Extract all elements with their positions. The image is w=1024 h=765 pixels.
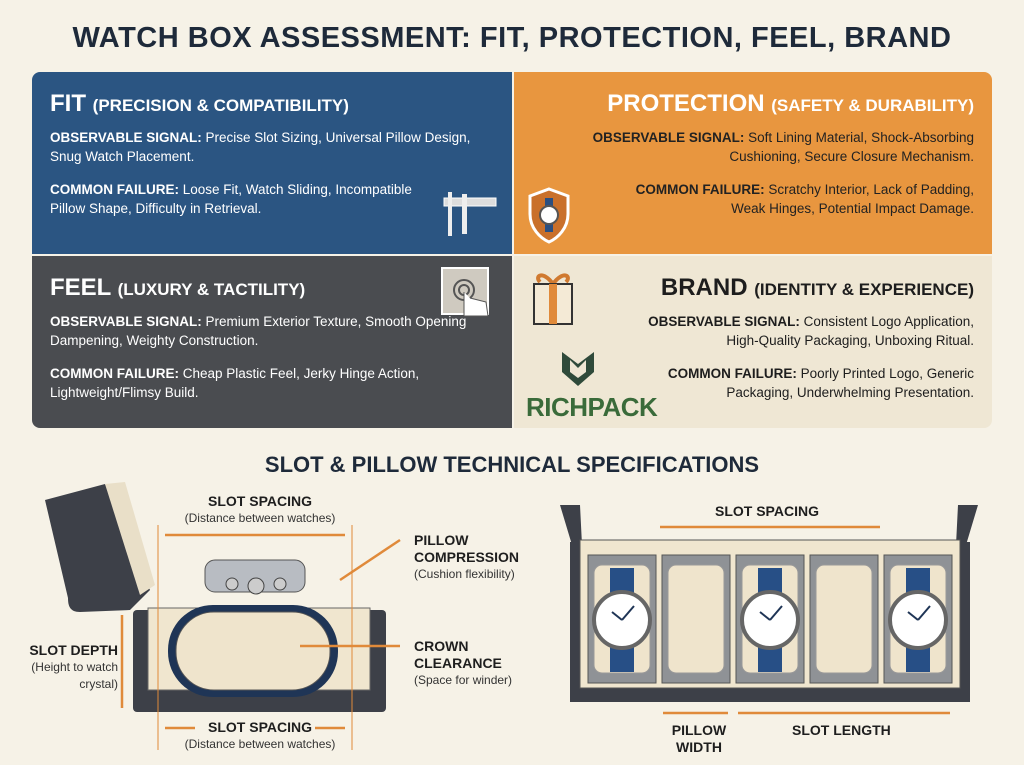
feel-panel: FEEL (LUXURY & TACTILITY) OBSERVABLE SIG… bbox=[32, 256, 512, 428]
richpack-logo-mark bbox=[562, 352, 594, 386]
caliper-icon bbox=[443, 192, 497, 236]
brand-panel: BRAND (IDENTITY & EXPERIENCE) OBSERVABLE… bbox=[514, 256, 992, 428]
slot-depth-label: SLOT DEPTH(Height to watch crystal) bbox=[29, 642, 118, 691]
pillow-compression-label: PILLOW COMPRESSION(Cushion flexibility) bbox=[414, 532, 520, 581]
watch-hands bbox=[907, 605, 931, 621]
touch-texture-icon bbox=[441, 267, 489, 317]
brand-failure: Poorly Printed Logo, Generic Packaging, … bbox=[726, 366, 974, 400]
crown-clearance-label: CROWN CLEARANCE(Space for winder) bbox=[414, 638, 513, 687]
fit-signal: Precise Slot Sizing, Universal Pillow De… bbox=[50, 130, 471, 164]
brand-title: BRAND bbox=[660, 274, 748, 301]
slot-spacing-top-label: SLOT SPACING(Distance between watches) bbox=[184, 493, 336, 525]
fit-panel: FIT (PRECISION & COMPATIBILITY) OBSERVAB… bbox=[32, 72, 512, 254]
protection-subtitle: (SAFETY & DURABILITY) bbox=[771, 96, 974, 115]
signal-label: OBSERVABLE SIGNAL: bbox=[648, 314, 800, 329]
feel-signal: Premium Exterior Texture, Smooth Opening… bbox=[50, 314, 467, 348]
failure-label: COMMON FAILURE: bbox=[667, 366, 797, 381]
failure-label: COMMON FAILURE: bbox=[50, 182, 179, 197]
fit-subtitle: (PRECISION & COMPATIBILITY) bbox=[92, 96, 349, 115]
brand-subtitle: (IDENTITY & EXPERIENCE) bbox=[754, 280, 974, 299]
watch-hands bbox=[611, 605, 635, 621]
shield-watch-icon bbox=[528, 187, 570, 244]
slot-spacing-label: SLOT SPACING bbox=[715, 503, 819, 519]
pillow-width-label: PILLOW WIDTH bbox=[671, 722, 727, 755]
top-view-diagram bbox=[560, 505, 978, 715]
protection-panel: PROTECTION (SAFETY & DURABILITY) OBSERVA… bbox=[514, 72, 992, 254]
signal-label: OBSERVABLE SIGNAL: bbox=[592, 130, 745, 145]
protection-signal: Soft Lining Material, Shock-Absorbing Cu… bbox=[729, 130, 974, 164]
page-title: WATCH BOX ASSESSMENT: FIT, PROTECTION, F… bbox=[72, 22, 952, 54]
fit-failure: Loose Fit, Watch Sliding, Incompatible P… bbox=[50, 182, 412, 216]
brand-signal: Consistent Logo Application, High-Qualit… bbox=[726, 314, 974, 348]
feel-failure: Cheap Plastic Feel, Jerky Hinge Action, … bbox=[50, 366, 420, 400]
slot-length-label: SLOT LENGTH bbox=[792, 722, 891, 738]
failure-label: COMMON FAILURE: bbox=[635, 182, 765, 197]
signal-label: OBSERVABLE SIGNAL: bbox=[50, 314, 202, 329]
pillow bbox=[815, 564, 873, 674]
side-view-diagram bbox=[45, 482, 401, 750]
slot-spacing-bottom-label: SLOT SPACING(Distance between watches) bbox=[184, 719, 336, 751]
feel-subtitle: (LUXURY & TACTILITY) bbox=[117, 280, 306, 299]
protection-failure: Scratchy Interior, Lack of Padding, Weak… bbox=[731, 182, 974, 216]
signal-label: OBSERVABLE SIGNAL: bbox=[50, 130, 202, 145]
protection-title: PROTECTION bbox=[607, 90, 765, 117]
fit-title: FIT bbox=[50, 90, 86, 117]
feel-title: FEEL bbox=[50, 274, 111, 301]
pillow bbox=[667, 564, 725, 674]
failure-label: COMMON FAILURE: bbox=[50, 366, 179, 381]
section-title: SLOT & PILLOW TECHNICAL SPECIFICATIONS bbox=[264, 452, 760, 477]
richpack-logo: RICHPACK bbox=[526, 392, 658, 422]
gift-box-icon bbox=[533, 273, 573, 325]
watch-hands bbox=[759, 605, 783, 621]
